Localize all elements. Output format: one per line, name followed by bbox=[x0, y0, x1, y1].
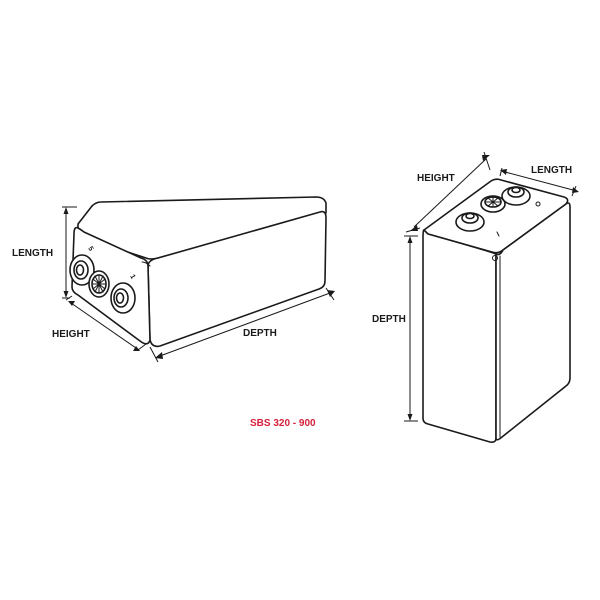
upright-view-length-label: LENGTH bbox=[531, 165, 572, 176]
upright-view-vent-plug bbox=[480, 195, 506, 213]
battery-side-view: 5 1 LENGTH HEIGHT DEPTH bbox=[12, 196, 335, 363]
upright-view-height-label: HEIGHT bbox=[417, 173, 455, 184]
side-view-terminal-b bbox=[110, 282, 136, 314]
side-view-depth-dimension bbox=[149, 287, 335, 363]
side-view-height-label: HEIGHT bbox=[52, 329, 90, 340]
upright-view-marker-dot-b bbox=[535, 201, 541, 207]
upright-view-terminal-b bbox=[501, 186, 531, 206]
side-view-depth-label: DEPTH bbox=[243, 328, 277, 339]
upright-view-terminal-tick bbox=[496, 231, 500, 237]
side-view-terminal-mark-a: 5 bbox=[86, 246, 94, 253]
side-view-terminal-a bbox=[69, 254, 95, 286]
upright-view-depth-label: DEPTH bbox=[372, 314, 406, 325]
side-view-terminal-mark-b: 1 bbox=[128, 274, 136, 281]
side-view-top-face bbox=[77, 196, 327, 260]
upright-view-depth-dimension bbox=[404, 235, 418, 422]
side-view-end-face bbox=[71, 226, 151, 345]
upright-view-length-dimension bbox=[499, 167, 579, 197]
upright-view-height-dimension bbox=[405, 151, 491, 233]
upright-view-front-face bbox=[422, 229, 497, 443]
side-view-height-dimension bbox=[65, 295, 147, 351]
upright-view-marker-dot-a bbox=[492, 255, 498, 261]
side-view-length-label: LENGTH bbox=[12, 248, 53, 259]
upright-view-side-face bbox=[495, 202, 571, 441]
side-view-length-dimension bbox=[62, 206, 77, 299]
upright-view-terminal-a bbox=[455, 212, 485, 232]
model-caption: SBS 320 - 900 bbox=[250, 418, 316, 429]
side-view-vent-plug bbox=[88, 270, 110, 298]
battery-upright-view: HEIGHT LENGTH DEPTH bbox=[372, 151, 579, 443]
side-view-edge-highlight bbox=[141, 261, 151, 267]
